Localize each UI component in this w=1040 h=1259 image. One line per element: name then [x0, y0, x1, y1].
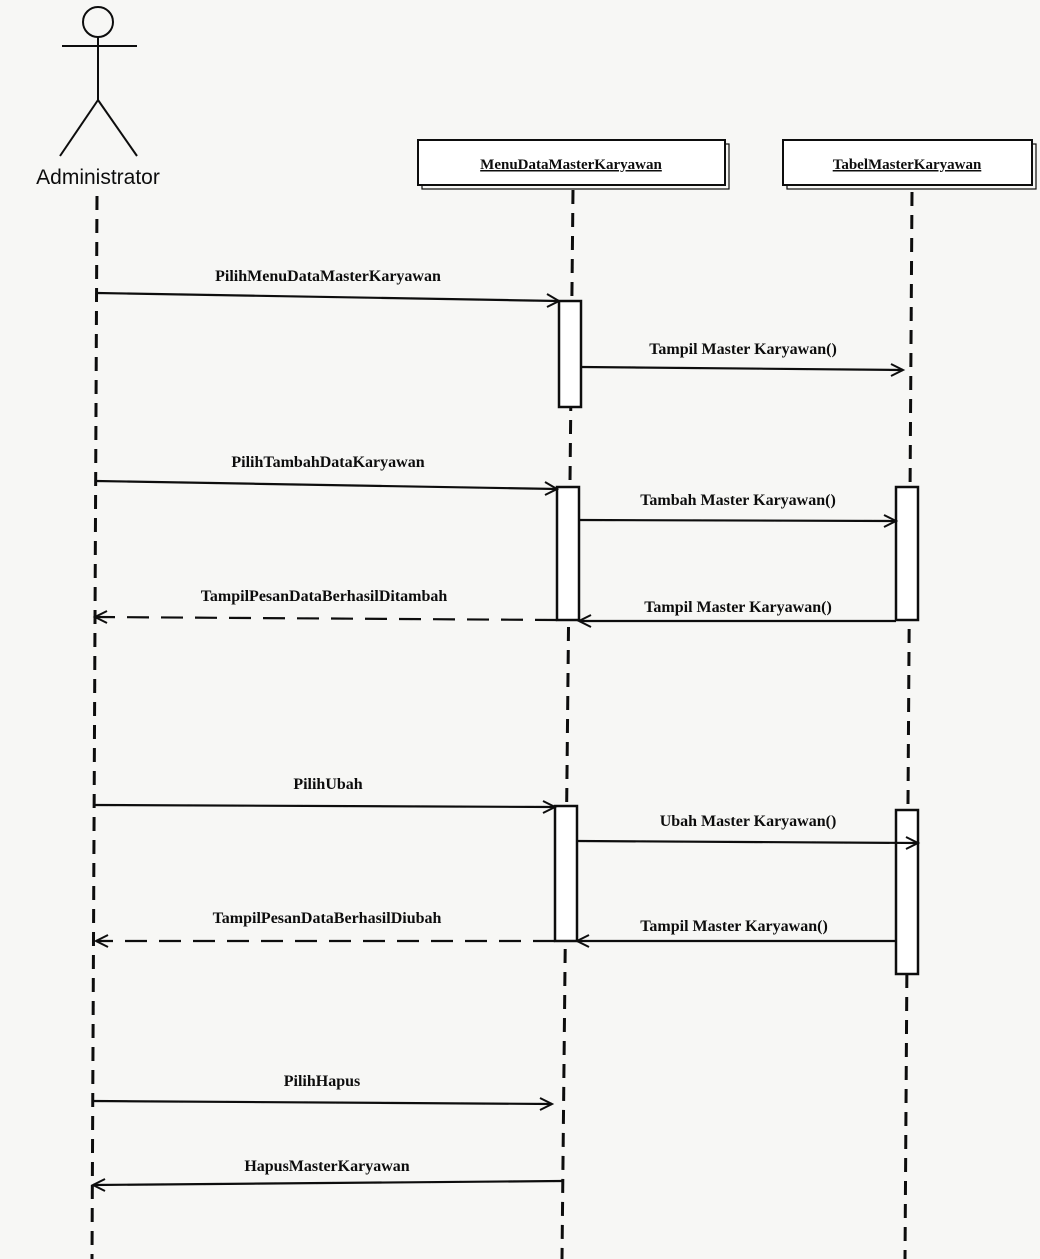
message-label: PilihMenuDataMasterKaryawan: [215, 268, 441, 285]
message-12: HapusMasterKaryawan: [90, 1158, 563, 1192]
message-1: PilihMenuDataMasterKaryawan: [96, 268, 562, 308]
lifeline-administrator: [90, 195, 99, 1259]
message-7: PilihUbah: [93, 776, 558, 814]
activation-menu-2: [555, 485, 581, 622]
object-label-tabel: TabelMasterKaryawan: [833, 157, 982, 173]
message-4: Tambah Master Karyawan(): [578, 492, 899, 528]
message-11: PilihHapus: [91, 1073, 555, 1111]
message-label: PilihUbah: [293, 776, 362, 793]
message-label: PilihHapus: [284, 1073, 360, 1090]
message-label: Tampil Master Karyawan(): [644, 599, 832, 616]
activation-tabel-2: [894, 808, 920, 976]
object-box-tabel: TabelMasterKaryawan: [782, 139, 1037, 190]
message-label: TampilPesanDataBerhasilDiubah: [213, 910, 442, 927]
message-label: Tampil Master Karyawan(): [640, 918, 828, 935]
message-label: Ubah Master Karyawan(): [660, 813, 837, 830]
message-label: HapusMasterKaryawan: [244, 1158, 409, 1175]
actor-figure-icon: [59, 6, 138, 157]
message-label: Tambah Master Karyawan(): [640, 492, 836, 509]
object-box-menu: MenuDataMasterKaryawan: [417, 139, 730, 190]
actor-label: Administrator: [36, 166, 160, 189]
lifeline-tabel: [903, 191, 914, 1259]
message-label: PilihTambahDataKaryawan: [231, 454, 424, 471]
message-9: Tampil Master Karyawan(): [574, 918, 896, 948]
message-6: TampilPesanDataBerhasilDitambah: [92, 588, 558, 624]
lifeline-menu: [560, 189, 575, 1259]
message-5: Tampil Master Karyawan(): [576, 599, 896, 628]
activation-menu-3: [553, 804, 579, 943]
message-10: TampilPesanDataBerhasilDiubah: [93, 910, 555, 948]
message-2: Tampil Master Karyawan(): [580, 341, 906, 377]
object-label-menu: MenuDataMasterKaryawan: [480, 157, 662, 173]
message-8: Ubah Master Karyawan(): [576, 813, 921, 850]
message-label: TampilPesanDataBerhasilDitambah: [201, 588, 448, 605]
activation-menu-1: [557, 299, 583, 409]
message-3: PilihTambahDataKaryawan: [95, 454, 560, 496]
message-label: Tampil Master Karyawan(): [649, 341, 837, 358]
activation-tabel-1: [894, 485, 920, 622]
